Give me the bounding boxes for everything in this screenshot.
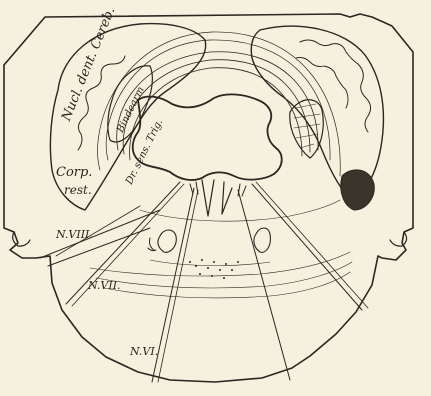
raphe-left bbox=[202, 180, 214, 216]
nerve-root-left-inner-2 bbox=[158, 190, 198, 382]
lower-right-blob bbox=[341, 170, 375, 210]
nerve-root-left-outer bbox=[66, 182, 180, 304]
right-nucleus bbox=[254, 228, 270, 252]
raphe-right bbox=[222, 182, 232, 214]
raphe-marks bbox=[190, 182, 246, 196]
label-rest: rest. bbox=[64, 184, 92, 196]
label-corp: Corp. bbox=[56, 166, 92, 179]
right-dentate-wave bbox=[300, 40, 371, 132]
pontine-fibres bbox=[90, 200, 352, 298]
label-n8: N.VIII. bbox=[56, 229, 93, 240]
left-nucleus bbox=[158, 230, 176, 252]
label-n7: N.VII. bbox=[88, 280, 121, 291]
label-n6: N.VI. bbox=[130, 346, 158, 357]
left-nucleus-mark bbox=[148, 238, 156, 251]
nerve-root-left-inner bbox=[152, 188, 194, 382]
